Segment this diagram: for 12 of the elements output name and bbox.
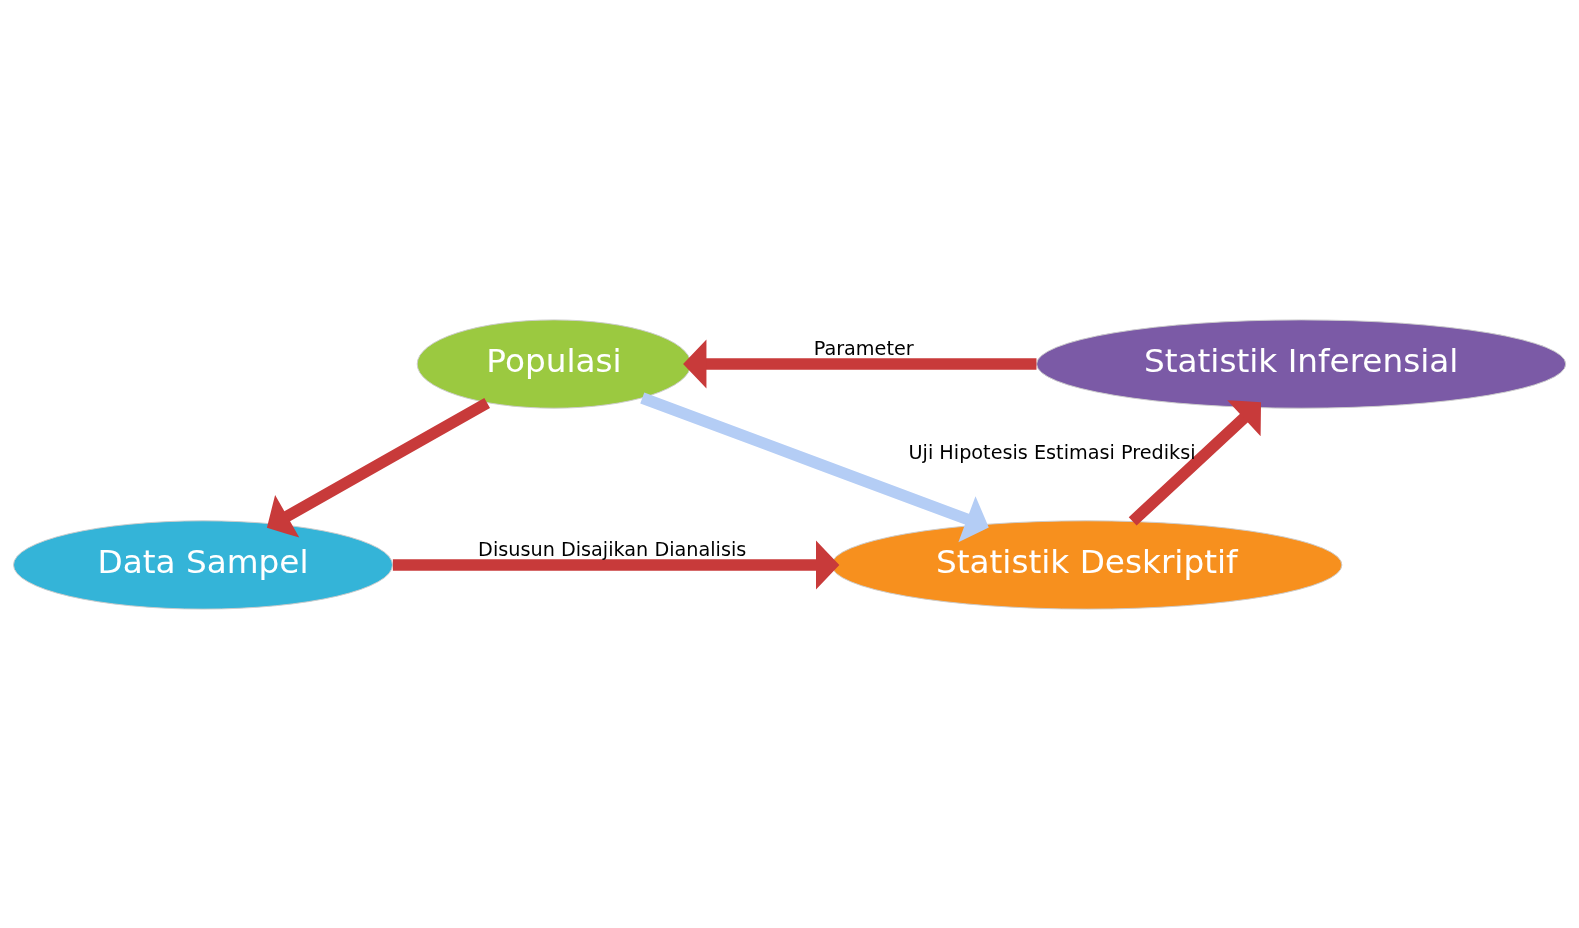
arrow [266,397,490,538]
arrow [1128,399,1261,526]
node-ellipse: Data Sampel [13,519,393,610]
arrow [392,539,840,589]
arrow [640,392,989,542]
edge-label: Parameter [813,336,914,360]
arrow [683,339,1037,389]
edge-label: Disusun Disajikan Dianalisis [478,537,747,561]
node-ellipse: Populasi [416,318,692,409]
node-ellipse: Statistik Deskriptif [831,519,1343,610]
edge-label: Uji Hipotesis Estimasi Prediksi [908,440,1196,464]
node-ellipse: Statistik Inferensial [1036,318,1567,409]
